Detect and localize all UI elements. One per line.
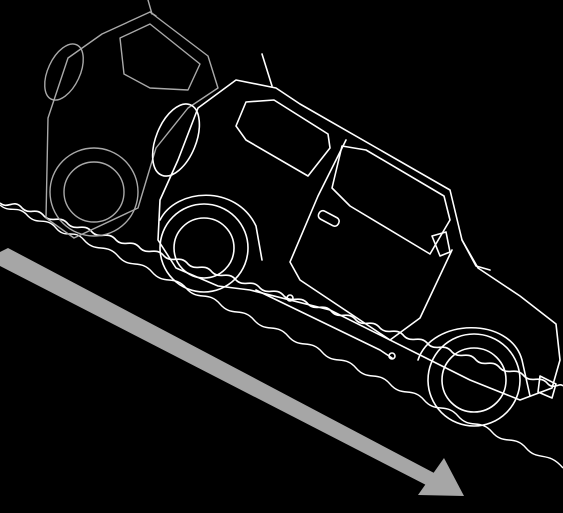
ghost-rear-wheel bbox=[50, 148, 138, 236]
main-door-line bbox=[290, 140, 452, 340]
main-spare-wheel bbox=[143, 97, 209, 182]
slope-ground-texture bbox=[0, 205, 563, 468]
main-vehicle-body bbox=[158, 80, 560, 400]
main-antenna bbox=[262, 54, 272, 86]
main-door-handle bbox=[317, 209, 341, 227]
ghost-vehicle-window bbox=[120, 24, 200, 90]
main-hood-line bbox=[462, 240, 490, 270]
arrow-shaft bbox=[0, 248, 436, 486]
main-rear-hub bbox=[174, 218, 234, 278]
ghost-vehicle bbox=[37, 0, 218, 238]
ghost-rear-hub bbox=[64, 162, 124, 222]
arrow-down-right-icon bbox=[0, 248, 464, 496]
main-rear-window bbox=[236, 100, 330, 176]
